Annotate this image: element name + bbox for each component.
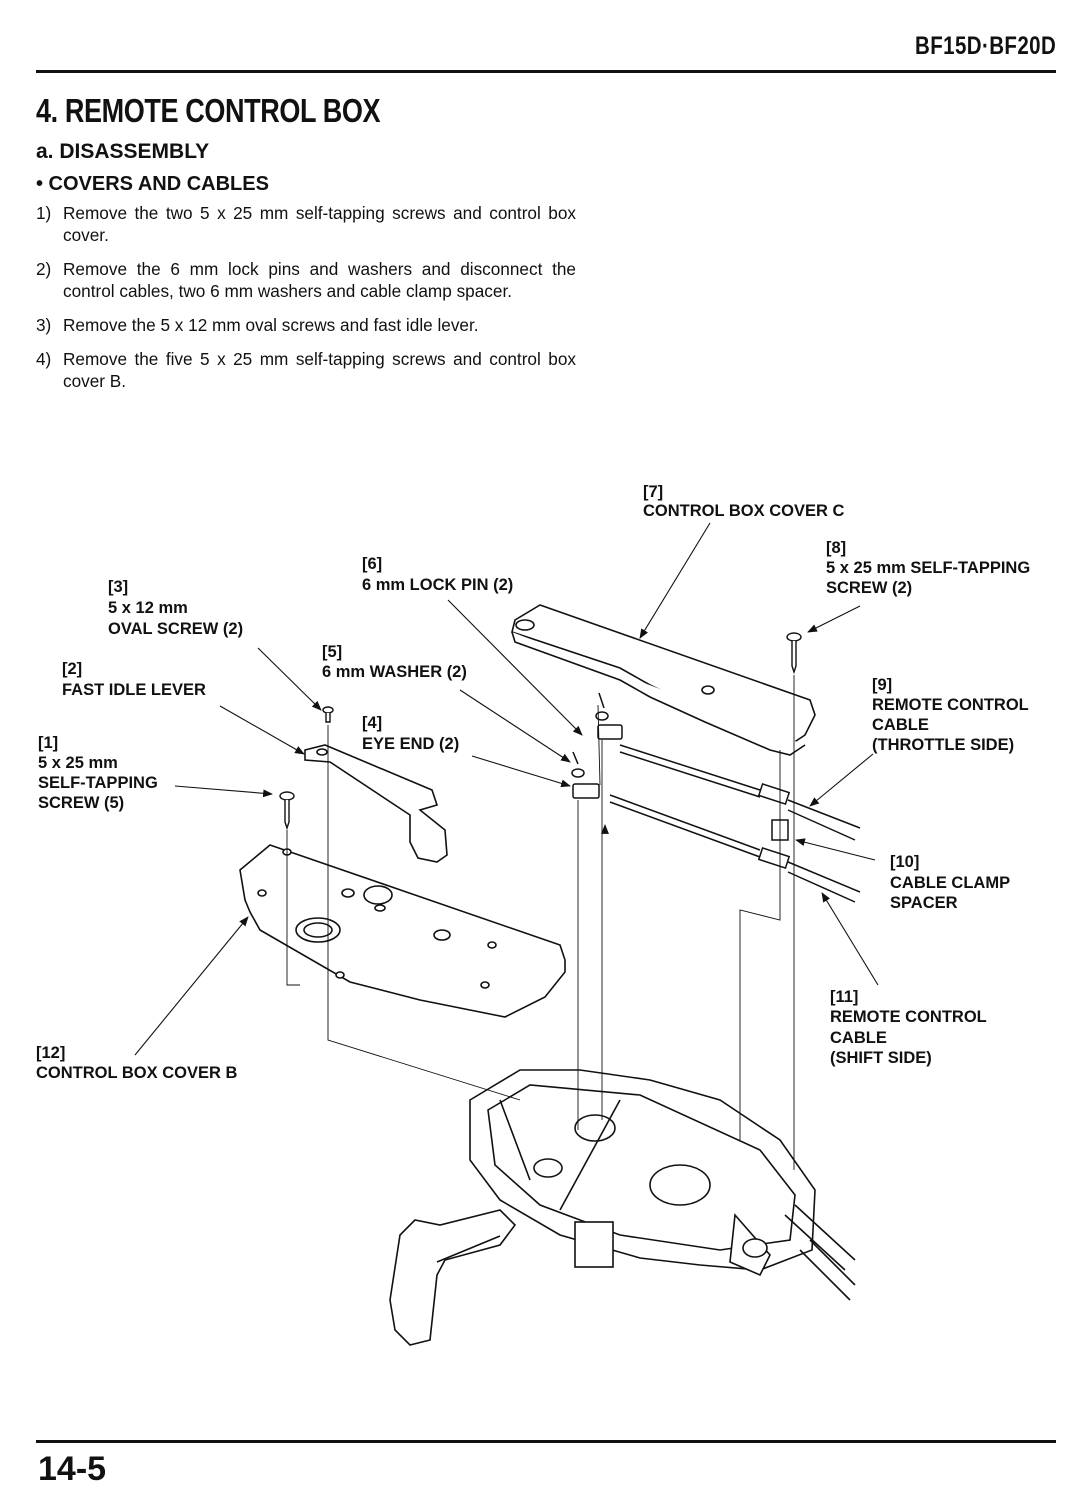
svg-text:CABLE: CABLE — [872, 716, 929, 734]
svg-text:[8]: [8] — [826, 539, 846, 557]
leader-lines — [134, 522, 879, 1056]
svg-text:6 mm LOCK PIN (2): 6 mm LOCK PIN (2) — [362, 576, 513, 594]
page-number: 14-5 — [38, 1450, 107, 1488]
step-text: Remove the two 5 x 25 mm self-tapping sc… — [63, 203, 576, 245]
svg-text:[9]: [9] — [872, 676, 892, 694]
svg-text:CABLE: CABLE — [830, 1029, 887, 1047]
callout-3: [3] 5 x 12 mm OVAL SCREW (2) — [108, 578, 243, 638]
step-item: 1) Remove the two 5 x 25 mm self-tapping … — [36, 202, 576, 246]
callout-12: [12] CONTROL BOX COVER B — [36, 1044, 237, 1082]
svg-text:6 mm WASHER (2): 6 mm WASHER (2) — [322, 663, 467, 681]
control-cables — [571, 692, 861, 903]
svg-text:[1]: [1] — [38, 734, 58, 752]
svg-text:OVAL SCREW (2): OVAL SCREW (2) — [108, 620, 243, 638]
steps-list: 1) Remove the two 5 x 25 mm self-tapping … — [36, 202, 576, 404]
svg-text:SCREW (5): SCREW (5) — [38, 794, 124, 812]
svg-text:SCREW (2): SCREW (2) — [826, 579, 912, 597]
callout-6: [6] 6 mm LOCK PIN (2) — [362, 555, 513, 594]
svg-text:5 x 12 mm: 5 x 12 mm — [108, 599, 188, 617]
control-box-cover-b — [239, 844, 566, 1018]
guide-lines — [286, 675, 795, 1170]
svg-text:[10]: [10] — [890, 853, 919, 871]
footer-rule — [36, 1440, 1056, 1443]
model-name: BF15D·BF20D — [914, 32, 1056, 60]
header-rule — [36, 70, 1056, 73]
callout-5: [5] 6 mm WASHER (2) — [322, 643, 467, 681]
svg-text:[11]: [11] — [830, 988, 858, 1006]
svg-text:[4]: [4] — [362, 714, 382, 732]
step-text: Remove the 5 x 12 mm oval screws and fas… — [63, 315, 479, 335]
svg-text:(SHIFT SIDE): (SHIFT SIDE) — [830, 1049, 932, 1067]
svg-text:[5]: [5] — [322, 643, 342, 661]
step-item: 3) Remove the 5 x 12 mm oval screws and f… — [36, 314, 576, 336]
step-number: 2) — [36, 259, 52, 279]
step-number: 3) — [36, 315, 52, 335]
callout-11: [11] REMOTE CONTROL CABLE (SHIFT SIDE) — [830, 988, 987, 1067]
step-item: 4) Remove the five 5 x 25 mm self-tapping… — [36, 348, 576, 392]
svg-text:REMOTE CONTROL: REMOTE CONTROL — [830, 1008, 987, 1026]
svg-text:[12]: [12] — [36, 1044, 65, 1062]
svg-text:5 x 25 mm SELF-TAPPING: 5 x 25 mm SELF-TAPPING — [826, 559, 1030, 577]
svg-text:[2]: [2] — [62, 660, 82, 678]
svg-text:SELF-TAPPING: SELF-TAPPING — [38, 774, 158, 792]
svg-text:CONTROL BOX COVER C: CONTROL BOX COVER C — [643, 502, 844, 520]
step-number: 4) — [36, 349, 52, 369]
step-item: 2) Remove the 6 mm lock pins and washers … — [36, 258, 576, 302]
svg-text:(THROTTLE SIDE): (THROTTLE SIDE) — [872, 736, 1014, 754]
fast-idle-lever — [304, 744, 448, 863]
svg-text:CABLE CLAMP: CABLE CLAMP — [890, 874, 1010, 892]
svg-text:CONTROL BOX COVER B: CONTROL BOX COVER B — [36, 1064, 237, 1082]
step-number: 1) — [36, 203, 52, 223]
callout-8: [8] 5 x 25 mm SELF-TAPPING SCREW (2) — [826, 539, 1030, 597]
callout-10: [10] CABLE CLAMP SPACER — [890, 853, 1010, 912]
svg-text:REMOTE CONTROL: REMOTE CONTROL — [872, 696, 1029, 714]
remote-control-box — [389, 1069, 856, 1346]
step-text: Remove the 6 mm lock pins and washers an… — [63, 259, 576, 301]
svg-text:[3]: [3] — [108, 578, 128, 596]
svg-text:[7]: [7] — [643, 483, 663, 501]
callout-1: [1] 5 x 25 mm SELF-TAPPING SCREW (5) — [38, 734, 158, 812]
callout-2: [2] FAST IDLE LEVER — [62, 660, 206, 699]
callout-4: [4] EYE END (2) — [362, 714, 459, 753]
svg-text:5 x 25 mm: 5 x 25 mm — [38, 754, 118, 772]
subsection-title: a. DISASSEMBLY — [36, 140, 210, 163]
svg-text:FAST IDLE LEVER: FAST IDLE LEVER — [62, 681, 206, 699]
svg-text:[6]: [6] — [362, 555, 382, 573]
section-title: 4. REMOTE CONTROL BOX — [36, 92, 381, 129]
screw-icons — [279, 632, 802, 831]
callout-7: [7] CONTROL BOX COVER C — [643, 483, 844, 520]
control-box-cover-c — [511, 604, 816, 756]
svg-text:SPACER: SPACER — [890, 894, 958, 912]
callout-9: [9] REMOTE CONTROL CABLE (THROTTLE SIDE) — [872, 676, 1029, 754]
step-text: Remove the five 5 x 25 mm self-tapping s… — [63, 349, 576, 391]
exploded-view-diagram: [1] 5 x 25 mm SELF-TAPPING SCREW (5) [2]… — [36, 483, 1030, 1346]
svg-text:EYE END (2): EYE END (2) — [362, 735, 459, 753]
bullet-heading: • COVERS AND CABLES — [36, 173, 269, 195]
